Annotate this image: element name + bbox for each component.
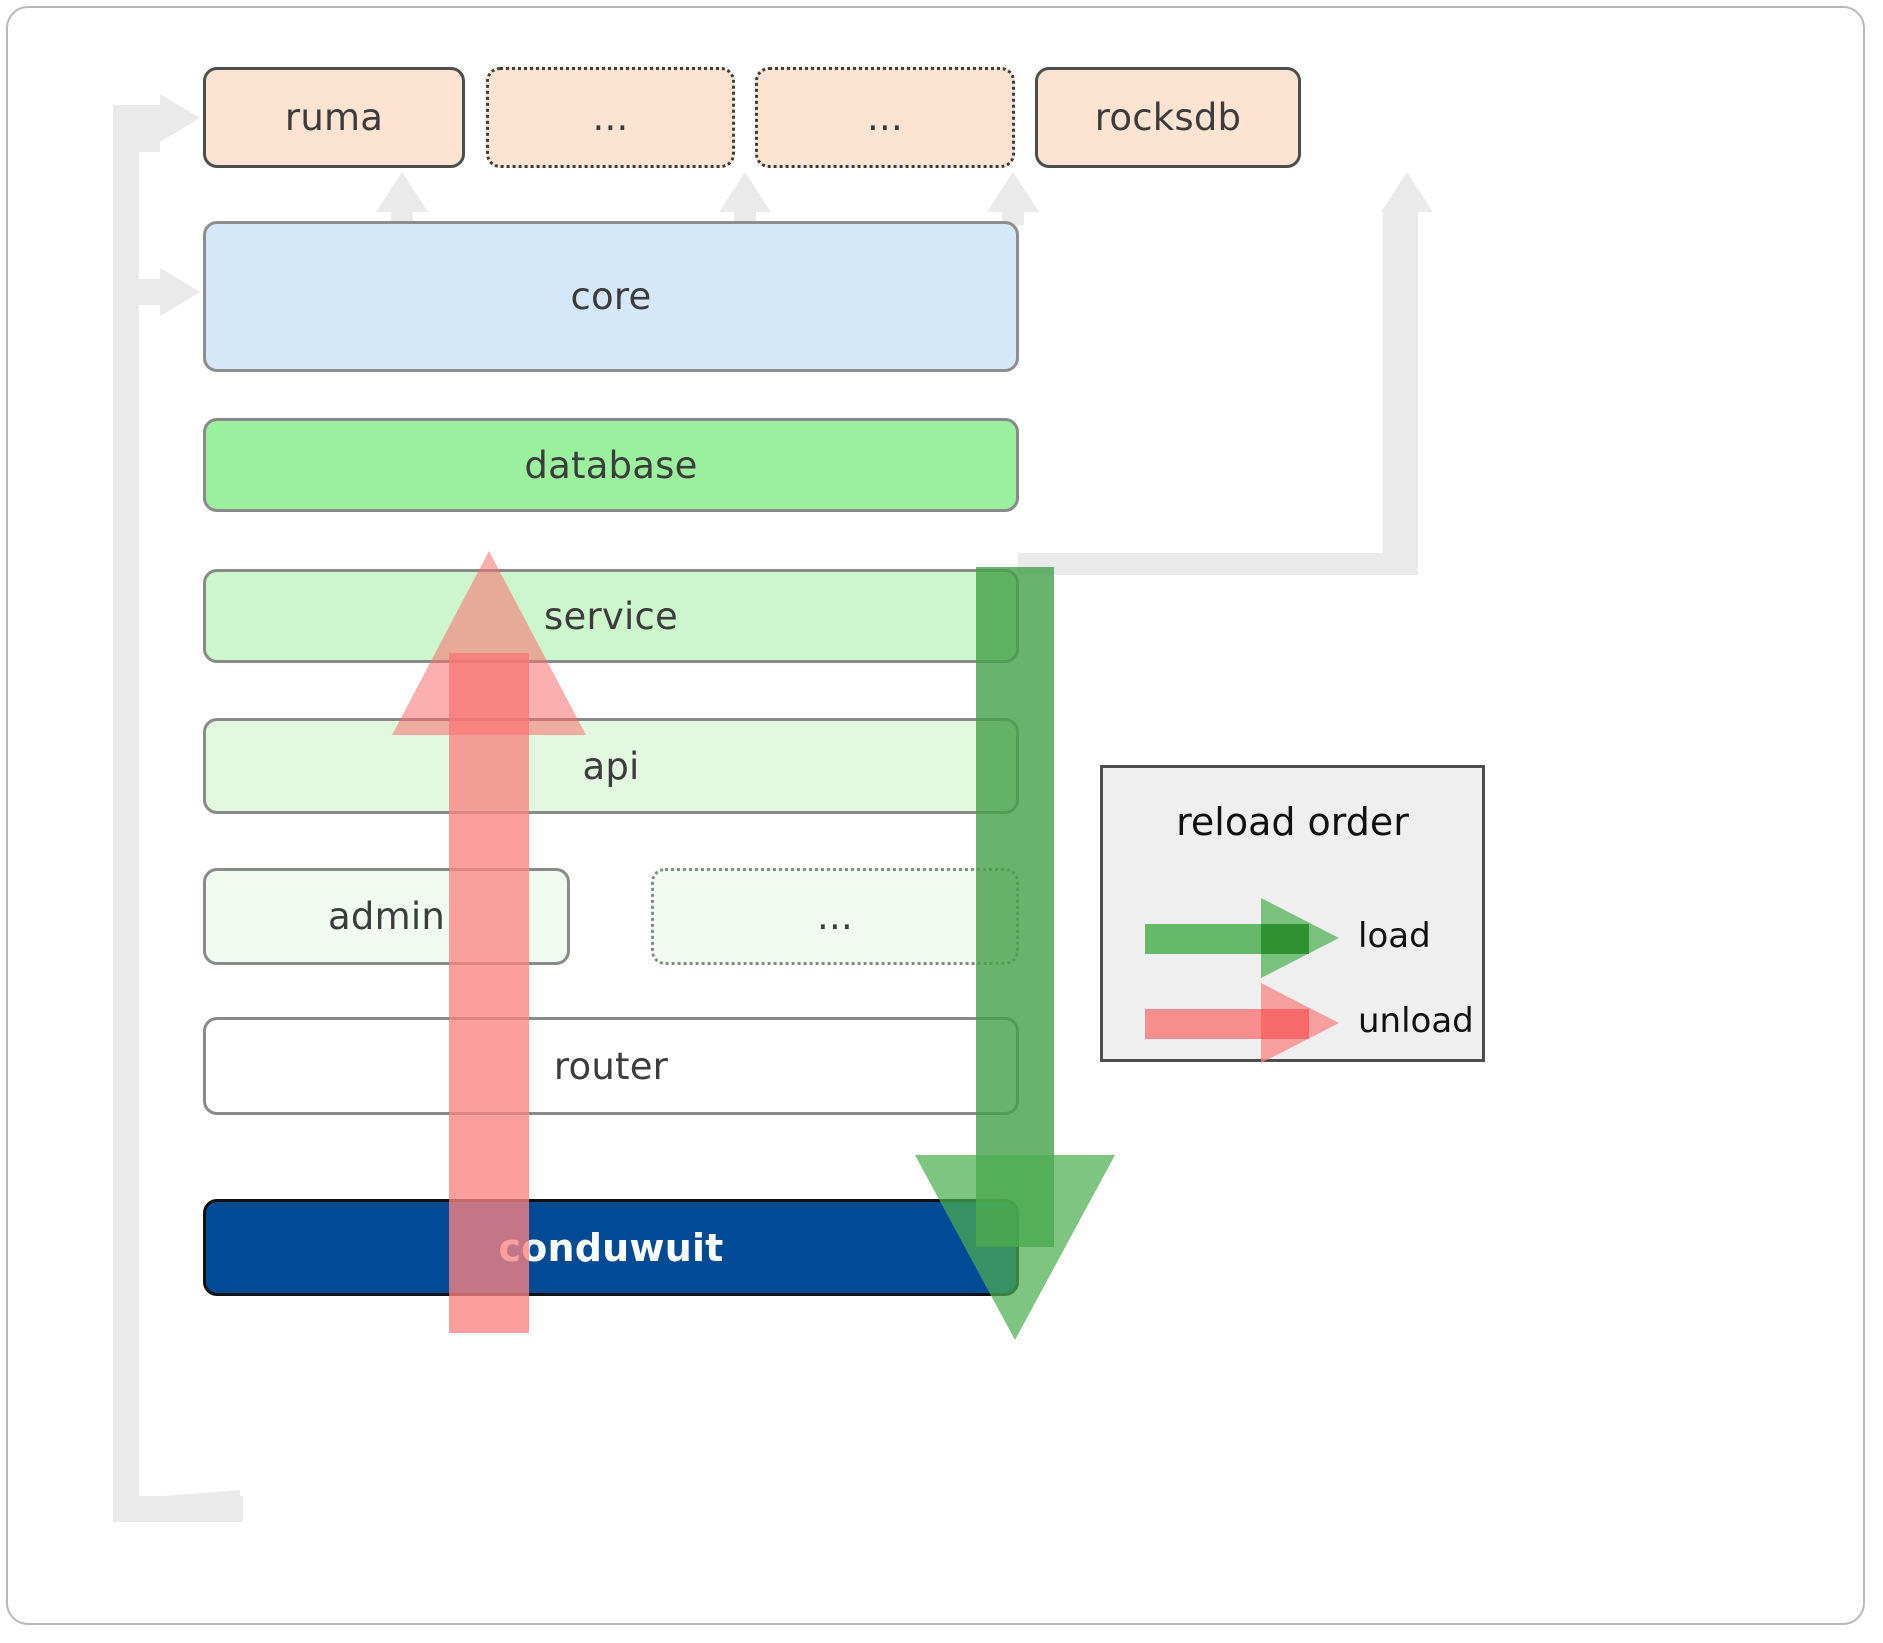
layer-label-api: api bbox=[582, 744, 640, 788]
layer-box-router[interactable]: router bbox=[203, 1017, 1019, 1115]
dependency-label-ruma: ruma bbox=[284, 96, 384, 139]
layer-box-placeholder[interactable]: ... bbox=[651, 868, 1019, 965]
legend-row-load: load bbox=[1103, 898, 1482, 978]
legend-unload-arrow-icon bbox=[1145, 983, 1339, 1063]
legend-title: reload order bbox=[1176, 800, 1409, 844]
legend-panel: reload order load unload bbox=[1100, 765, 1485, 1063]
layer-label-service: service bbox=[544, 594, 678, 638]
binary-label-conduwuit: conduwuit bbox=[498, 1225, 724, 1270]
binary-box-conduwuit[interactable]: conduwuit bbox=[203, 1199, 1019, 1296]
legend-row-unload: unload bbox=[1103, 983, 1482, 1063]
dependency-label-placeholder-1: ... bbox=[592, 96, 629, 139]
layer-label-placeholder: ... bbox=[817, 895, 853, 938]
layer-box-admin[interactable]: admin bbox=[203, 868, 570, 965]
legend-label-unload: unload bbox=[1358, 1001, 1474, 1041]
layer-label-router: router bbox=[553, 1044, 669, 1088]
dependency-label-rocksdb: rocksdb bbox=[1094, 96, 1242, 139]
dependency-box-placeholder-1[interactable]: ... bbox=[486, 67, 735, 168]
layer-label-core: core bbox=[570, 275, 652, 318]
dependency-box-placeholder-2[interactable]: ... bbox=[755, 67, 1015, 168]
layer-box-database[interactable]: database bbox=[203, 418, 1019, 512]
layer-label-database: database bbox=[524, 443, 698, 487]
layer-label-admin: admin bbox=[328, 895, 445, 938]
dependency-box-ruma[interactable]: ruma bbox=[203, 67, 465, 168]
legend-label-load: load bbox=[1358, 916, 1431, 956]
layer-box-api[interactable]: api bbox=[203, 718, 1019, 814]
dependency-box-rocksdb[interactable]: rocksdb bbox=[1035, 67, 1301, 168]
legend-load-arrow-icon bbox=[1145, 898, 1339, 978]
layer-box-core[interactable]: core bbox=[203, 221, 1019, 372]
layer-box-service[interactable]: service bbox=[203, 569, 1019, 663]
dependency-label-placeholder-2: ... bbox=[867, 96, 903, 139]
